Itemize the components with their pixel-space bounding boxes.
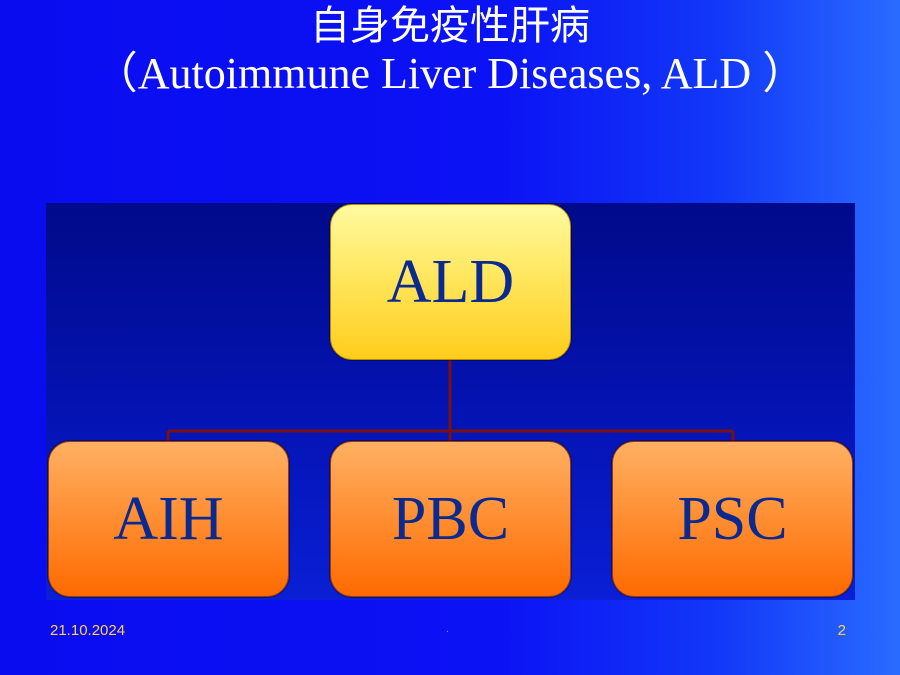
node-pbc: PBC	[330, 441, 571, 597]
node-psc-label: PSC	[677, 484, 788, 553]
footer-page-number: 2	[837, 622, 846, 639]
title-english: （Autoimmune Liver Diseases, ALD ）	[93, 48, 807, 98]
node-aih: AIH	[48, 441, 289, 597]
node-ald: ALD	[330, 204, 571, 360]
node-psc: PSC	[612, 441, 853, 597]
node-aih-label: AIH	[113, 484, 224, 553]
slide-title: 自身免疫性肝病 （Autoimmune Liver Diseases, ALD …	[0, 4, 900, 98]
node-pbc-label: PBC	[391, 484, 510, 553]
title-chinese: 自身免疫性肝病	[310, 3, 590, 49]
footer-center-mark: .	[446, 624, 449, 635]
footer-date: 21.10.2024	[50, 622, 126, 639]
node-ald-label: ALD	[386, 247, 515, 316]
